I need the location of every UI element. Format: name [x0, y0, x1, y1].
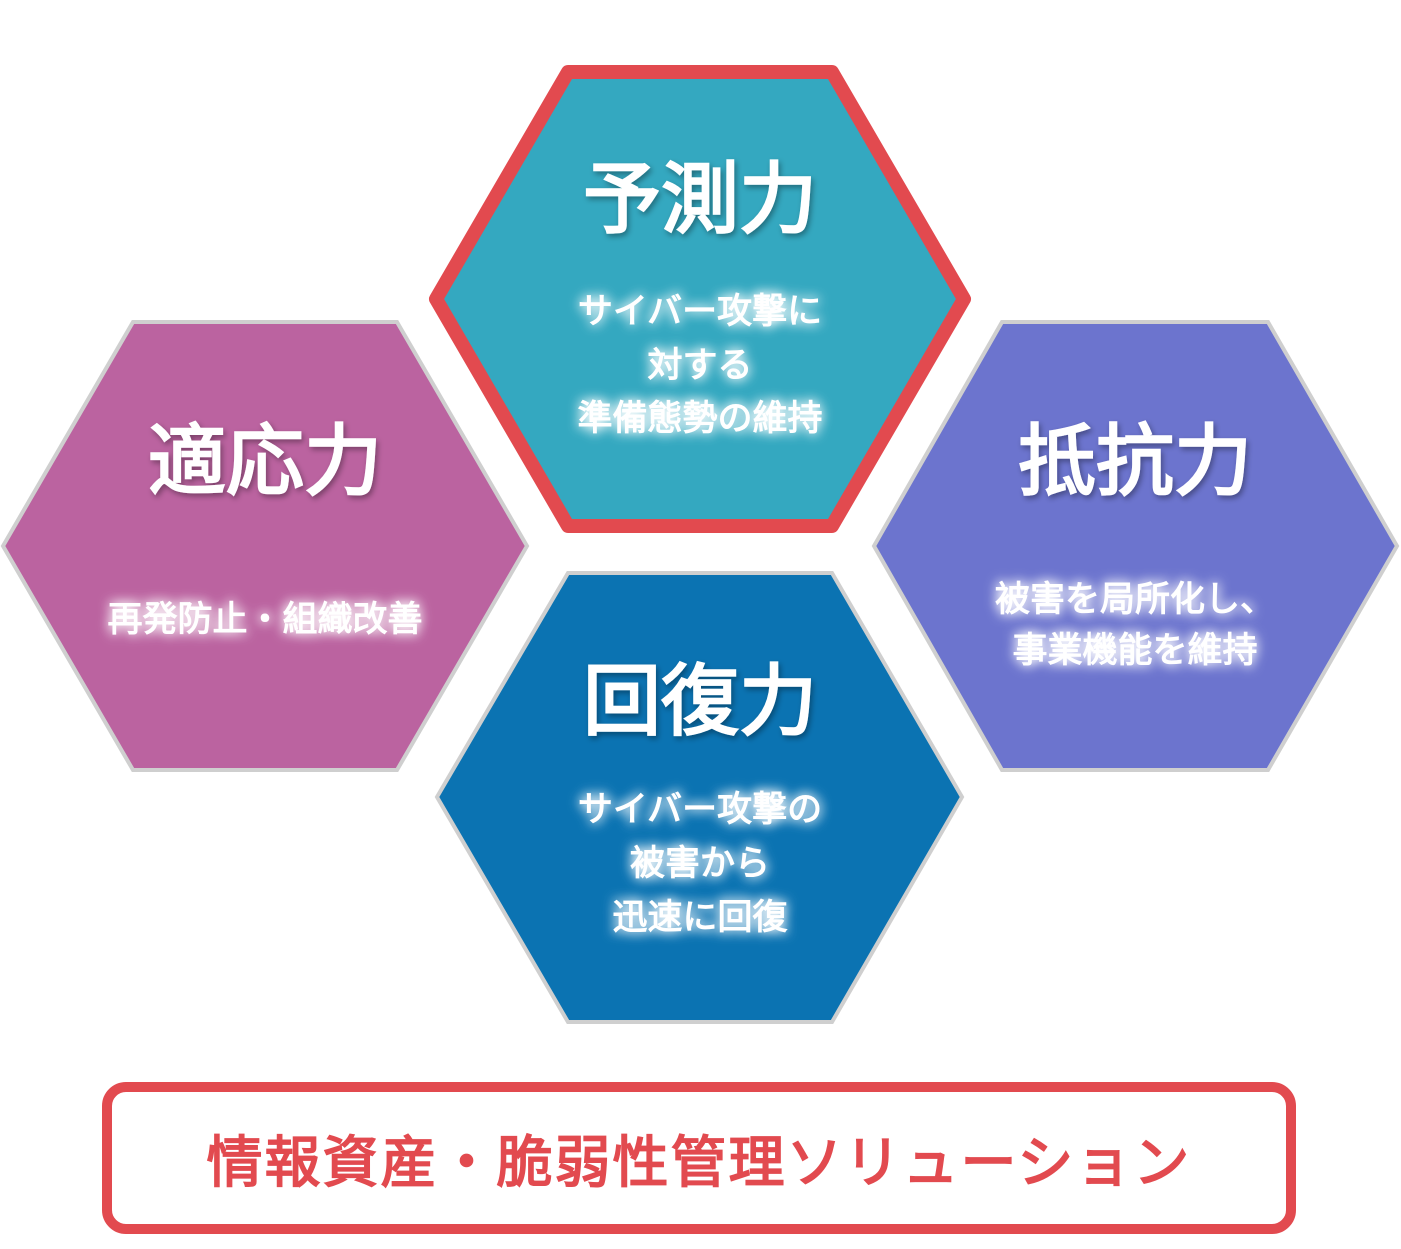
- hexagon-adapt-desc-line-1: 再発防止・組織改善: [107, 600, 422, 640]
- hexagon-resist-title: 抵抗力: [1018, 417, 1252, 507]
- hexagon-adapt-shape: [0, 320, 530, 772]
- hexagon-resist-shape: [871, 320, 1400, 772]
- hexagon-recover-desc-line-1: サイバー攻撃の: [578, 790, 822, 830]
- hexagon-recover-desc-line-3: 迅速に回復: [612, 898, 788, 938]
- solution-label: 情報資産・脆弱性管理ソリューション: [206, 1130, 1192, 1196]
- hexagon-recover-title: 回復力: [583, 657, 817, 747]
- hexagon-predict-desc-line-1: サイバー攻撃に: [578, 292, 822, 332]
- hexagon-predict-desc-line-2: 対する: [647, 346, 752, 386]
- hexagon-recover-desc-line-2: 被害から: [630, 844, 770, 884]
- hexagon-recover: 回復力 サイバー攻撃の 被害から 迅速に回復: [434, 571, 965, 1024]
- solution-box: 情報資産・脆弱性管理ソリューション: [102, 1082, 1296, 1234]
- hexagon-recover-shape: [434, 571, 965, 1024]
- hexagon-adapt: 適応力 再発防止・組織改善: [0, 320, 530, 772]
- hexagon-resist-desc-line-2: 事業機能を維持: [1012, 631, 1257, 671]
- hexagon-predict-shape: [429, 65, 971, 533]
- hexagon-predict-title: 予測力: [583, 155, 817, 245]
- hexagon-predict-desc-line-3: 準備態勢の維持: [577, 399, 822, 439]
- hexagon-predict: 予測力 サイバー攻撃に 対する 準備態勢の維持: [429, 65, 971, 533]
- hexagon-adapt-title: 適応力: [148, 417, 382, 507]
- hexagon-resist-desc-line-1: 被害を局所化し、: [995, 580, 1275, 620]
- hexagon-resist: 抵抗力 被害を局所化し、 事業機能を維持: [871, 320, 1400, 772]
